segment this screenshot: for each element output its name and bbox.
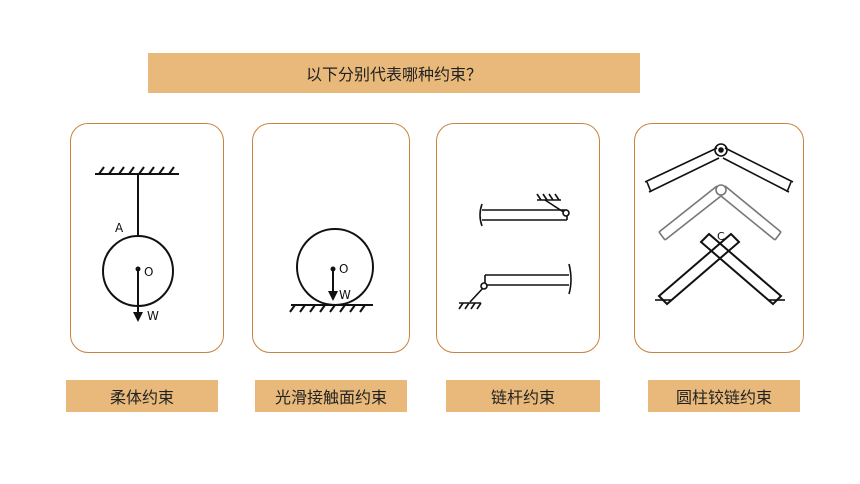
weight-label: W bbox=[147, 309, 159, 323]
point-a-label: A bbox=[115, 221, 124, 235]
card-hinge-constraint: C bbox=[634, 123, 804, 353]
label-link-constraint: 链杆约束 bbox=[446, 380, 600, 412]
label-hinge-constraint: 圆柱铰链约束 bbox=[648, 380, 800, 412]
card-smooth-surface-constraint: O W bbox=[252, 123, 410, 353]
weight-label: W bbox=[339, 288, 351, 302]
card-flexible-constraint: A O W bbox=[70, 123, 224, 353]
question-title: 以下分别代表哪种约束？ bbox=[148, 53, 640, 93]
smooth-surface-constraint-diagram: O W bbox=[289, 228, 374, 313]
point-o-label: O bbox=[144, 265, 153, 279]
point-o-label: O bbox=[339, 262, 348, 276]
link-constraint-diagram bbox=[458, 193, 572, 310]
label-flexible-constraint: 柔体约束 bbox=[66, 380, 218, 412]
flexible-constraint-diagram: A O W bbox=[95, 166, 179, 323]
card-link-constraint bbox=[436, 123, 600, 353]
point-c-label: C bbox=[717, 230, 725, 243]
label-smooth-surface-constraint: 光滑接触面约束 bbox=[255, 380, 407, 412]
hinge-constraint-diagram: C bbox=[644, 143, 794, 306]
